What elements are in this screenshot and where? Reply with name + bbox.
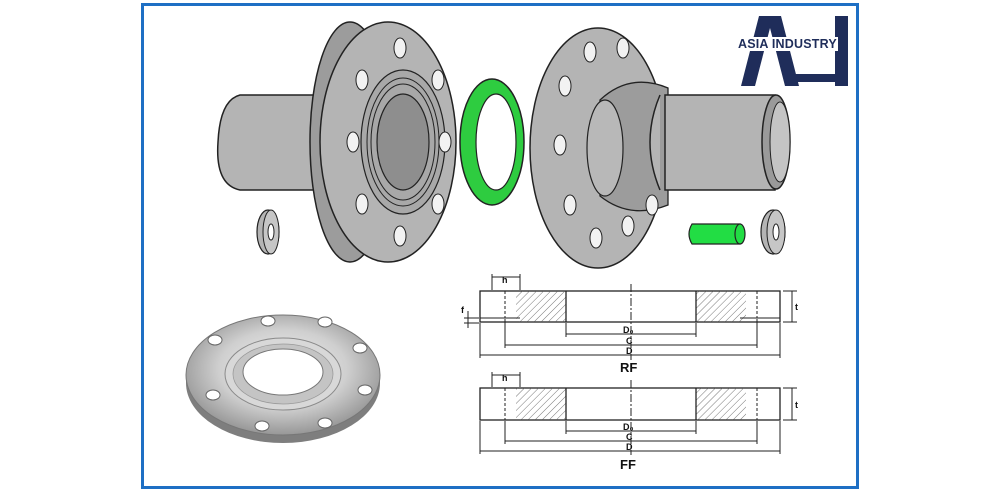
- ff-technical-drawing: [479, 372, 797, 455]
- green-gasket: [459, 78, 525, 206]
- left-pipe: [216, 94, 331, 191]
- green-pin: [688, 223, 746, 245]
- left-washer: [256, 209, 280, 255]
- right-pipe: [649, 94, 791, 191]
- ff-label-h: h: [502, 373, 508, 383]
- rf-label-c: C: [626, 336, 633, 346]
- ff-label-c: C: [626, 432, 633, 442]
- left-flange: [309, 21, 457, 263]
- rf-label-d: D: [626, 346, 633, 356]
- brand-name: ASIA INDUSTRY: [737, 37, 838, 51]
- rf-label-d0: D₀: [623, 325, 634, 335]
- ff-title: FF: [620, 457, 636, 472]
- right-washer: [760, 209, 786, 255]
- rf-technical-drawing: [464, 274, 797, 360]
- ff-label-d: D: [626, 442, 633, 452]
- rf-title: RF: [620, 360, 637, 375]
- ff-label-t: t: [795, 400, 798, 410]
- rf-label-h: h: [502, 275, 508, 285]
- rf-label-f: f: [461, 305, 465, 315]
- ff-label-d0: D₀: [623, 422, 634, 432]
- right-flange: [529, 27, 669, 269]
- flange-photo: [185, 314, 381, 443]
- rf-label-t: t: [795, 302, 798, 312]
- ai-monogram-logo: [741, 16, 848, 86]
